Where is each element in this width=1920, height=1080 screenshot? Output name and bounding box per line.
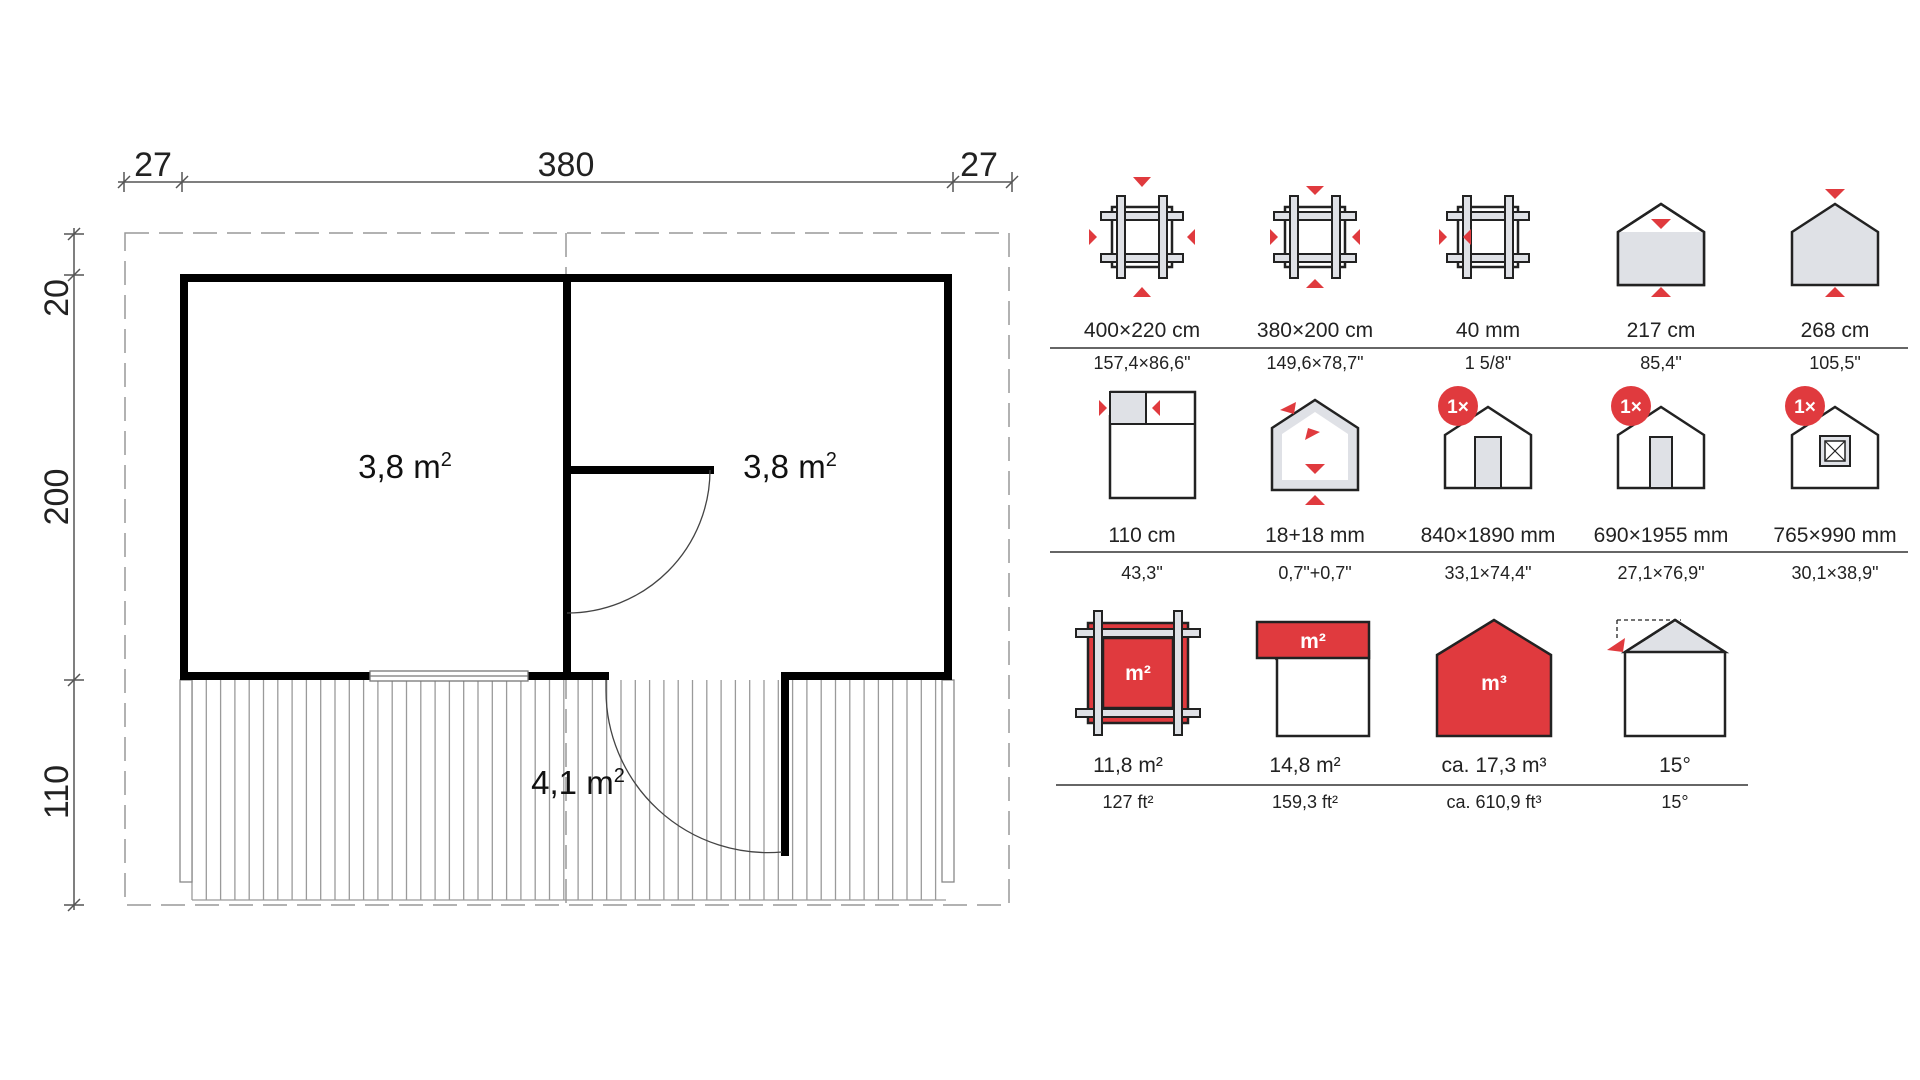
- spec-imperial: 159,3 ft²: [1272, 792, 1338, 812]
- ridge-height-icon: [1790, 189, 1880, 297]
- quantity-badge: 1×: [1620, 397, 1642, 418]
- dimension-label: 20: [38, 279, 76, 317]
- spec-imperial: 1 5/8": [1465, 353, 1511, 373]
- spec-imperial: 157,4×86,6": [1094, 353, 1191, 373]
- dimension-label: 27: [960, 146, 998, 184]
- floor-area-icon: m²: [1075, 610, 1201, 736]
- wall-height-icon: [1616, 202, 1706, 297]
- spec-imperial: 149,6×78,7": [1267, 353, 1364, 373]
- spec-imperial: 30,1×38,9": [1792, 563, 1879, 583]
- wall-thickness-icon: [1439, 194, 1531, 280]
- spec-value: ca. 17,3 m³: [1441, 754, 1546, 777]
- roof-floor-thickness-icon: [1270, 398, 1360, 505]
- spec-value: 18+18 mm: [1265, 524, 1365, 547]
- spec-value: 110 cm: [1108, 524, 1175, 547]
- spec-imperial: 85,4": [1640, 353, 1681, 373]
- row-divider: [1050, 347, 1908, 786]
- spec-value: 11,8 m²: [1093, 754, 1163, 777]
- dimension-label: 27: [134, 146, 172, 184]
- terrace-post: [179, 679, 193, 883]
- spec-value: 15°: [1659, 754, 1691, 777]
- spec-value: 380×200 cm: [1257, 319, 1373, 342]
- door-swing: [566, 469, 783, 854]
- window-icon: 1×: [1785, 386, 1880, 490]
- room-area-label: 3,8 m2: [743, 448, 837, 485]
- terrace-deck: [191, 680, 946, 901]
- roof-area-icon: m²: [1255, 620, 1371, 738]
- spec-value: 690×1955 mm: [1594, 524, 1729, 547]
- room-area-label: 3,8 m2: [358, 448, 452, 485]
- dimension-label: 200: [38, 469, 76, 526]
- walls: [180, 274, 952, 856]
- terrace-area-label: 4,1 m2: [531, 764, 625, 801]
- spec-imperial: 0,7"+0,7": [1278, 563, 1351, 583]
- roof-overhang-icon: [1099, 390, 1197, 500]
- unit-label: m²: [1300, 630, 1326, 653]
- spec-imperial: 127 ft²: [1102, 792, 1153, 812]
- spec-value: 217 cm: [1627, 319, 1696, 342]
- terrace-post: [941, 679, 955, 883]
- spec-imperial: 27,1×76,9": [1618, 563, 1705, 583]
- inner-size-icon: [1270, 186, 1360, 288]
- spec-imperial: ca. 610,9 ft³: [1446, 792, 1541, 812]
- spec-imperial: 33,1×74,4": [1445, 563, 1532, 583]
- outer-size-icon: [1089, 177, 1195, 297]
- unit-label: m²: [1125, 662, 1151, 685]
- volume-icon: m³: [1435, 618, 1553, 738]
- spec-grid: 400×220 cm 380×200 cm 40 mm 217 cm 268 c…: [1050, 177, 1908, 812]
- spec-value: 765×990 mm: [1773, 524, 1896, 547]
- dimension-label: 110: [38, 765, 76, 819]
- spec-imperial: 105,5": [1809, 353, 1860, 373]
- window-opening: [369, 670, 529, 682]
- floor-plan: 27 380 27 20 200 110: [38, 146, 1019, 912]
- dimension-line-top: [117, 172, 1019, 192]
- spec-value: 40 mm: [1456, 319, 1520, 342]
- spec-value: 400×220 cm: [1084, 319, 1200, 342]
- quantity-badge: 1×: [1794, 397, 1816, 418]
- quantity-badge: 1×: [1447, 397, 1469, 418]
- dimension-line-left: [64, 227, 84, 912]
- spec-value: 14,8 m²: [1269, 754, 1340, 777]
- spec-value: 268 cm: [1801, 319, 1870, 342]
- door-icon: 1×: [1438, 386, 1533, 490]
- spec-value: 840×1890 mm: [1421, 524, 1556, 547]
- unit-label: m³: [1481, 672, 1507, 695]
- spec-imperial: 15°: [1661, 792, 1688, 812]
- dimension-label: 380: [538, 146, 595, 184]
- door-icon: 1×: [1611, 386, 1706, 490]
- roof-pitch-icon: [1607, 618, 1730, 738]
- spec-imperial: 43,3": [1121, 563, 1162, 583]
